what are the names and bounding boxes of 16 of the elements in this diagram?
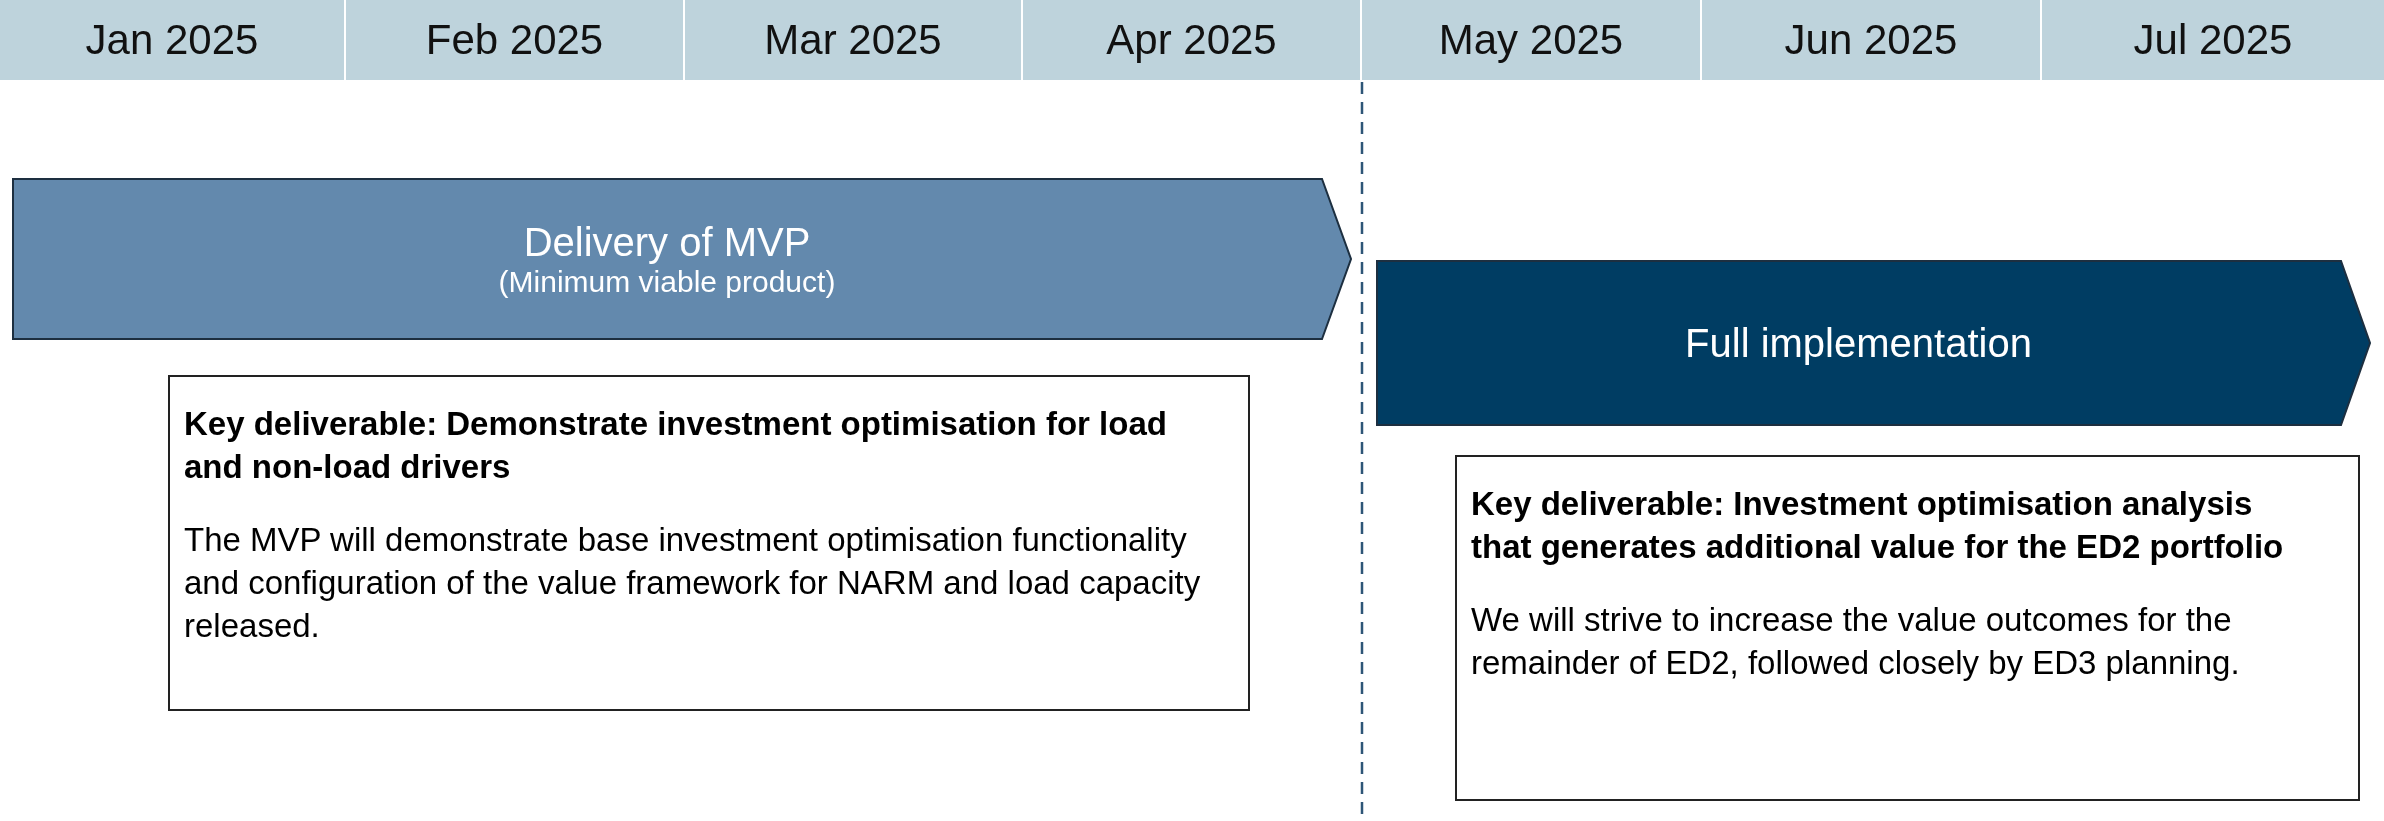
phase-subtitle: (Minimum viable product) [498,264,836,299]
deliverable-heading: Key deliverable: Demonstrate investment optimisation for load and non-load drivers [184,404,1168,487]
deliverable-description: The MVP will demonstrate base investment optimisation functionality and configuration of the value framework for NARM and load capacity released. [184,519,1202,646]
month-header: Apr 2025 [1023,0,1360,80]
deliverable-card [1455,455,2360,801]
month-header: Feb 2025 [346,0,683,80]
month-header: Jan 2025 [0,0,344,80]
phase-title: Full implementation [1685,320,2032,366]
deliverable-description: We will strive to increase the value outcomes for the remainder of ED2, followed closely by ED3 planning. [1471,599,2241,683]
month-header: May 2025 [1362,0,1700,80]
deliverable-card [168,375,1250,711]
month-header: Jul 2025 [2042,0,2384,80]
deliverable-heading: Key deliverable: Investment optimisation analysis that generates additional value for the ED2 portfolio [1471,484,2285,567]
month-header: Mar 2025 [685,0,1021,80]
month-header: Jun 2025 [1702,0,2040,80]
phase-title: Delivery of MVP [523,219,811,265]
